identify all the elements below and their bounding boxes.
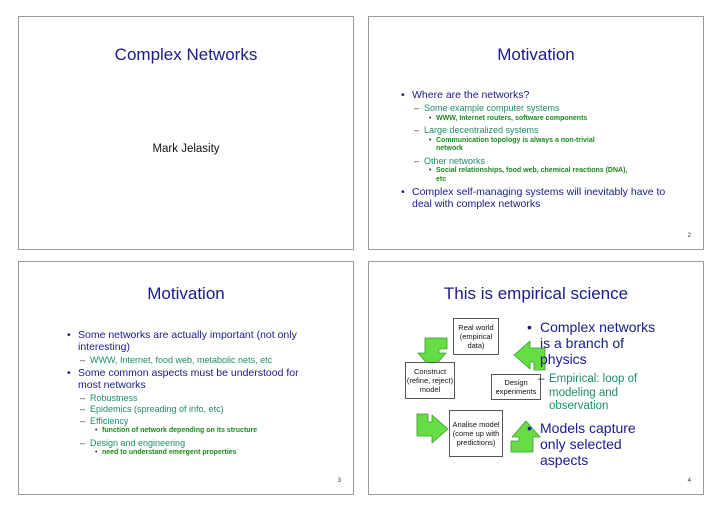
sub-bullet: Efficiency — [67, 416, 307, 427]
sub-bullet: Empirical: loop of modeling and observat… — [527, 373, 657, 414]
sub-bullet: Design and engineering — [67, 438, 307, 449]
bullet: Some common aspects must be understood f… — [67, 367, 307, 391]
detail-bullet: function of network depending on its str… — [67, 427, 307, 436]
sub-bullet: Robustness — [67, 393, 307, 404]
detail-bullet: need to understand emergent properties — [67, 449, 307, 458]
slide-1-title: Complex Networks — [114, 45, 258, 64]
slide-3-title: Motivation — [147, 284, 225, 303]
bullet: Some networks are actually important (no… — [67, 329, 307, 353]
slide-3: Motivation Some networks are actually im… — [18, 261, 354, 495]
slide-4: This is empirical science Real world (em… — [368, 261, 704, 495]
slide-3-bullets: Some networks are actually important (no… — [67, 329, 307, 460]
author-name: Mark Jelasity — [152, 143, 220, 155]
box-construct-model: Construct (refine, reject) model — [405, 362, 455, 399]
arrow-to-construct — [417, 337, 448, 370]
sub-bullet: Large decentralized systems — [401, 125, 691, 136]
slide-2: Motivation Where are the networks? Some … — [368, 16, 704, 250]
sub-bullet: WWW, Internet, food web, metabolic nets,… — [67, 355, 307, 366]
slide-2-bullets: Where are the networks? Some example com… — [401, 89, 691, 212]
detail-bullet: WWW, Internet routers, software componen… — [401, 115, 691, 124]
bullet: Where are the networks? — [401, 89, 691, 101]
box-real-world: Real world (empirical data) — [453, 318, 499, 355]
bullet: Complex self-managing systems will inevi… — [401, 186, 672, 210]
slide-4-title: This is empirical science — [443, 284, 629, 303]
sub-bullet: Some example computer systems — [401, 103, 691, 114]
bullet: Complex networks is a branch of physics — [527, 319, 657, 367]
bullet: Models capture only selected aspects — [527, 420, 657, 468]
detail-bullet: Social relationships, food web, chemical… — [401, 167, 636, 184]
slide-1: Complex Networks Mark Jelasity — [18, 16, 354, 250]
slide-2-title: Motivation — [497, 45, 575, 64]
detail-bullet: Communication topology is always a non-t… — [401, 137, 616, 154]
page-number: 3 — [337, 478, 341, 484]
page-number: 2 — [687, 233, 691, 239]
box-analise-model: Analise model (come up with predictions) — [449, 410, 503, 457]
page-number: 4 — [687, 478, 691, 484]
sub-bullet: Epidemics (spreading of info, etc) — [67, 404, 307, 415]
slide-4-bullets: Complex networks is a branch of physics … — [527, 319, 657, 474]
sub-bullet: Other networks — [401, 156, 691, 167]
arrow-to-analise — [416, 413, 449, 444]
